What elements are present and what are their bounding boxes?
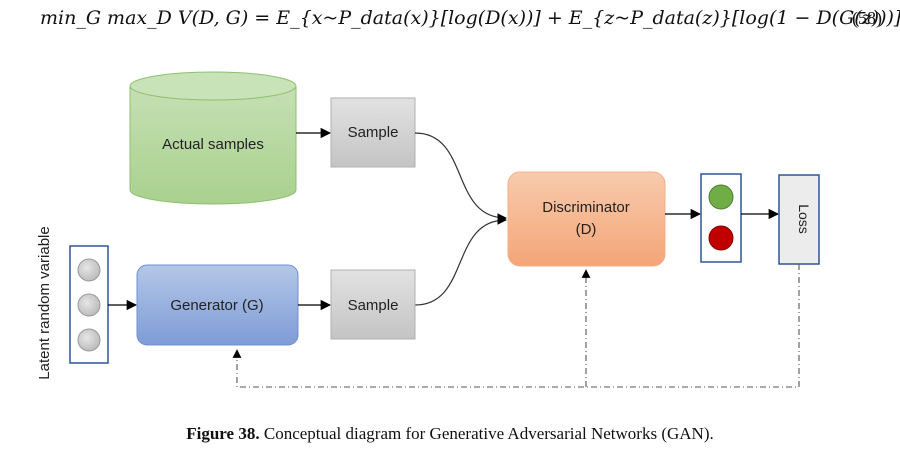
output-panel [700, 173, 742, 263]
gan-diagram: Actual samples Sample Discriminator (D) … [36, 71, 820, 388]
figure-caption: Figure 38. Conceptual diagram for Genera… [0, 424, 900, 444]
curve-sample-top-to-discriminator [414, 132, 507, 223]
discriminator-label: Discriminator [542, 199, 630, 216]
discriminator-sub-label: (D) [576, 221, 597, 238]
latent-variable-label: Latent random variable [36, 226, 53, 379]
latent-vector [69, 245, 109, 364]
loss-box: Loss [778, 174, 820, 265]
figure-label: Figure 38. [186, 424, 260, 443]
sample-bottom-label: Sample [348, 297, 399, 314]
feedback-path [232, 264, 800, 388]
actual-samples-label: Actual samples [162, 136, 264, 153]
equation-text: min_G max_D V(D, G) = E_{x~P_data(x)}[lo… [40, 7, 900, 29]
generator-box: Generator (G) [136, 264, 299, 346]
gan-objective-equation: min_G max_D V(D, G) = E_{x~P_data(x)}[lo… [40, 2, 900, 34]
sample-top-label: Sample [348, 124, 399, 141]
caption-text: Conceptual diagram for Generative Advers… [259, 424, 714, 443]
loss-label: Loss [796, 204, 812, 234]
actual-samples-cylinder: Actual samples [129, 71, 297, 205]
curve-sample-bottom-to-discriminator [414, 215, 507, 306]
sample-box-bottom: Sample [330, 269, 416, 340]
real-output-indicator [708, 184, 734, 210]
equation-number: (58) [852, 8, 882, 28]
sample-box-top: Sample [330, 97, 416, 168]
discriminator-box: Discriminator (D) [507, 171, 666, 267]
generator-label: Generator (G) [170, 297, 263, 314]
fake-output-indicator [708, 225, 734, 251]
